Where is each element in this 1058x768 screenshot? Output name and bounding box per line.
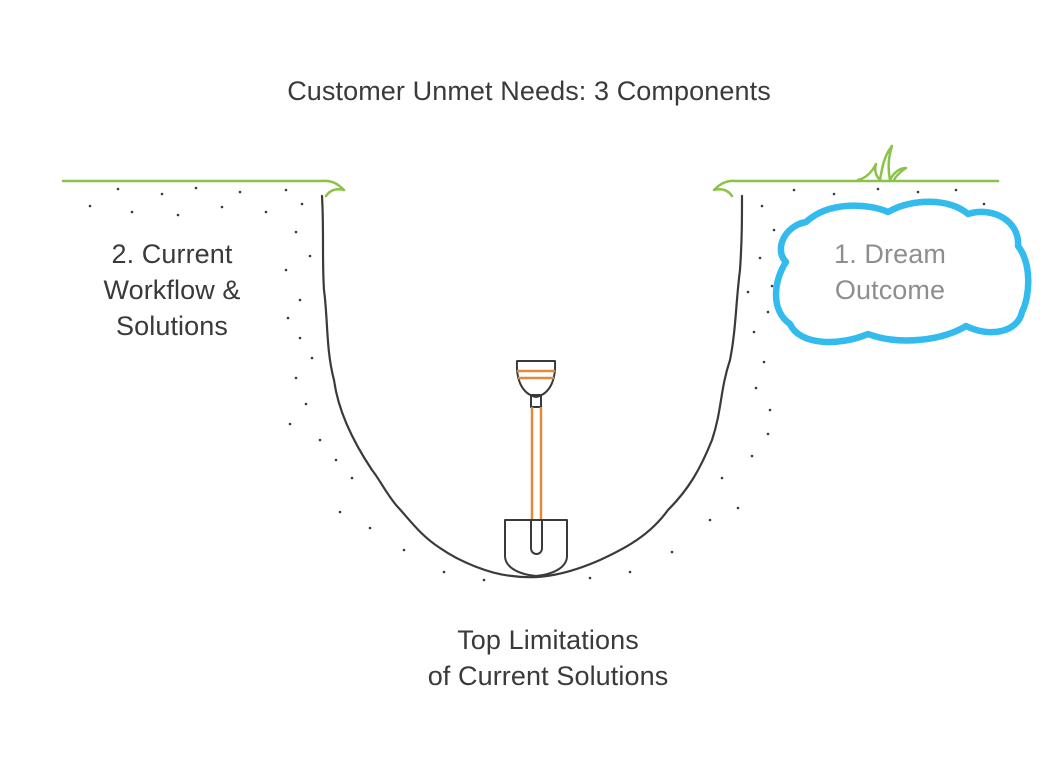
dream-outcome-line-2: Outcome xyxy=(834,275,946,305)
grass-tuft-icon xyxy=(856,144,908,182)
diagram-title: Customer Unmet Needs: 3 Components xyxy=(0,73,1058,109)
current-workflow-line-2: Workflow & xyxy=(103,275,241,305)
current-workflow-line-3: Solutions xyxy=(116,311,228,341)
title-text: Customer Unmet Needs: 3 Components xyxy=(287,76,771,106)
top-limitations-label: Top Limitations of Current Solutions xyxy=(0,622,1058,694)
shovel-collar xyxy=(530,394,542,408)
shovel-icon xyxy=(504,360,568,577)
cloud-icon xyxy=(772,198,1032,346)
shovel-blade xyxy=(504,519,568,577)
top-limitations-line-1: Top Limitations xyxy=(457,625,639,655)
dream-outcome-label: 1. Dream Outcome xyxy=(790,236,990,308)
right-ground-line xyxy=(712,179,1000,198)
top-limitations-line-2: of Current Solutions xyxy=(427,661,669,691)
shovel-blade-slot xyxy=(530,520,543,555)
dream-outcome-line-1: 1. Dream xyxy=(834,239,946,269)
pit-outline xyxy=(320,194,744,579)
soil-dots xyxy=(88,186,986,582)
current-workflow-line-1: 2. Current xyxy=(111,239,233,269)
current-workflow-label: 2. Current Workflow & Solutions xyxy=(60,236,284,344)
left-ground-line xyxy=(61,179,346,198)
